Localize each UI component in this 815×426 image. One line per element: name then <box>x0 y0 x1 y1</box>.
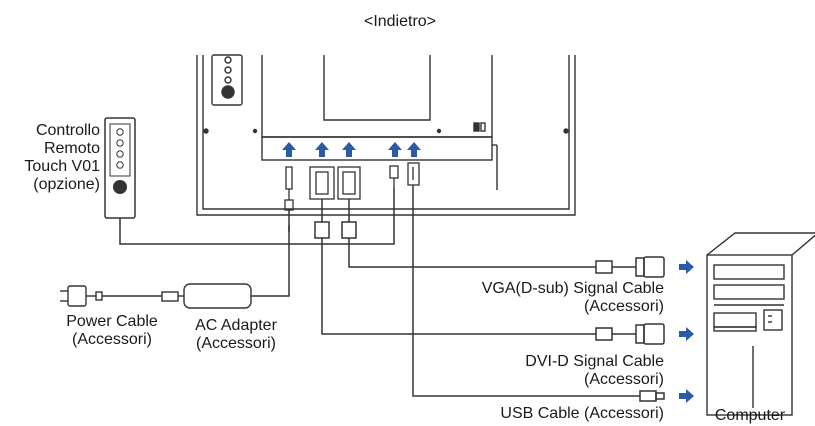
monitor-port-arrows <box>282 142 421 157</box>
page-title: <Indietro> <box>363 13 437 30</box>
computer-port-arrows <box>679 260 694 403</box>
dvi-cable-label-line1: DVI-D Signal Cable <box>525 353 664 370</box>
power-cable-label: Power Cable (Accessori) <box>52 313 172 349</box>
remote-label-line2: Remoto <box>43 140 100 157</box>
usb-cable-label: USB Cable (Accessori) <box>500 405 664 422</box>
power-cable-label-line2: (Accessori) <box>71 331 152 348</box>
remote-label: Controllo Remoto Touch V01 (opzione) <box>10 122 100 194</box>
ac-adapter-label: AC Adapter (Accessori) <box>176 317 296 353</box>
monitor-rear <box>196 54 576 216</box>
remote-control-device <box>104 117 136 219</box>
power-cable-label-line1: Power Cable <box>66 313 158 330</box>
vga-cable-label-line1: VGA(D-sub) Signal Cable <box>481 280 664 297</box>
monitor-plugs <box>284 162 420 211</box>
dvi-cable-label-line2: (Accessori) <box>583 371 664 388</box>
power-cable-adapter <box>60 283 252 309</box>
cables <box>119 185 665 402</box>
dvi-cable-label: DVI-D Signal Cable (Accessori) <box>430 353 664 389</box>
vga-cable-label-line2: (Accessori) <box>583 298 664 315</box>
remote-label-line1: Controllo <box>35 122 100 139</box>
ac-adapter-label-line1: AC Adapter <box>195 317 277 334</box>
computer-label: Computer <box>714 407 786 424</box>
remote-label-line4: (opzione) <box>33 176 100 193</box>
remote-label-line3: Touch V01 <box>24 158 100 175</box>
ac-adapter-label-line2: (Accessori) <box>195 335 276 352</box>
vga-cable-label: VGA(D-sub) Signal Cable (Accessori) <box>430 280 664 316</box>
computer-tower <box>706 232 815 416</box>
